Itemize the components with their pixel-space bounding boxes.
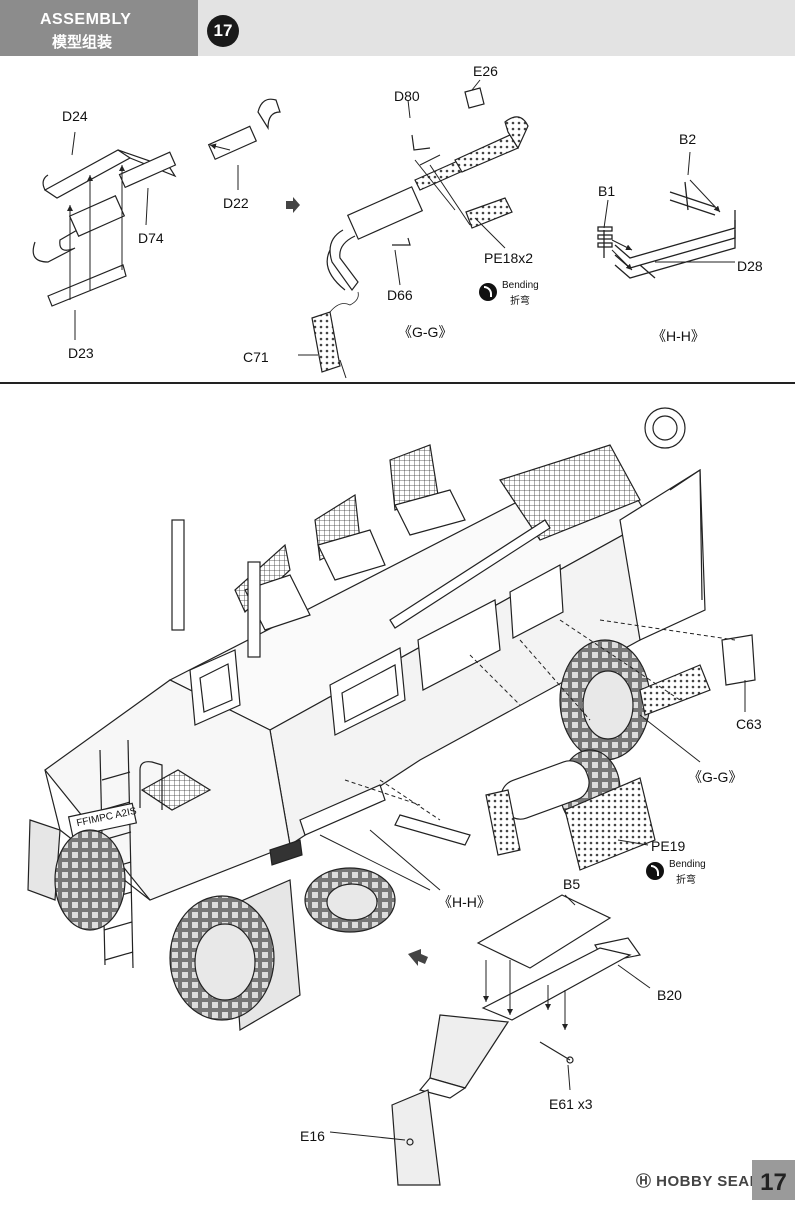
bending-label-cn: 折弯 [676,875,696,886]
label-d22: D22 [223,195,249,211]
bending-label-en: Bending [502,280,539,291]
label-d28: D28 [737,258,763,274]
label-c71: C71 [243,349,269,365]
bending-label-cn: 折弯 [510,296,530,307]
label-pe18: PE18x2 [484,250,534,266]
step-number-badge: 17 [207,15,239,47]
assembly-title-en: ASSEMBLY [40,11,132,28]
section-divider [0,382,795,384]
bending-label-en: Bending [669,859,706,870]
label-b20: B20 [657,987,682,1003]
label-e61: E61 x3 [549,1096,593,1112]
label-c63: C63 [736,716,762,732]
label-d80: D80 [394,88,420,104]
bending-icon [646,862,664,880]
bending-icon [479,283,497,301]
label-d66: D66 [387,287,413,303]
watermark: Ⓗ HOBBY SEARCH [636,1173,784,1190]
label-hh-top: 《H-H》 [652,328,705,344]
hh-rails [597,181,736,279]
label-d24: D24 [62,108,88,124]
label-pe19: PE19 [651,838,686,854]
label-d23: D23 [68,345,94,361]
label-gg-bottom: 《G-G》 [688,769,743,785]
label-hh-bottom: 《H-H》 [438,894,491,910]
gg-subassembly [311,87,529,373]
assembly-title-cn: 模型组装 [52,34,113,51]
label-d74: D74 [138,230,164,246]
vehicle-body [27,407,756,1032]
exhaust-pipe-parts [32,98,281,307]
lower-detail-parts [391,894,642,1186]
header-tab [0,0,198,56]
label-b5: B5 [563,876,581,892]
label-e26: E26 [473,63,498,79]
label-b2: B2 [679,131,697,147]
label-gg-top: 《G-G》 [398,324,453,340]
label-e16: E16 [300,1128,325,1144]
page-number: 17 [752,1160,795,1200]
label-b1: B1 [598,183,616,199]
